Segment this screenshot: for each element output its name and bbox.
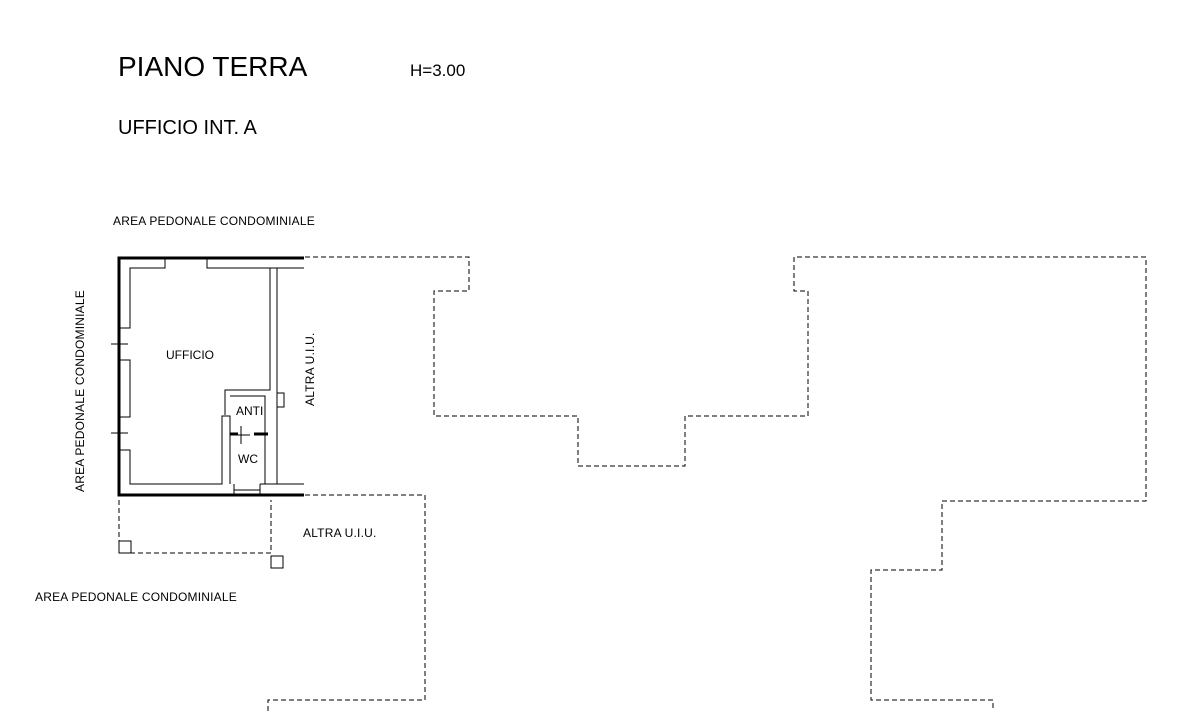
area-label-bottom: AREA PEDONALE CONDOMINIALE	[35, 590, 237, 604]
altra-uiu-label-bottom: ALTRA U.I.U.	[303, 526, 377, 540]
plan-title: PIANO TERRA	[118, 51, 308, 82]
office-walls	[111, 256, 304, 497]
room-label-anti: ANTI	[236, 404, 263, 418]
altra-uiu-label-right: ALTRA U.I.U.	[303, 332, 317, 406]
room-label-wc: WC	[238, 452, 258, 466]
height-label: H=3.00	[410, 61, 465, 80]
pillar-marker	[270, 555, 284, 569]
pillar-marker	[118, 540, 132, 554]
room-label-ufficio: UFFICIO	[166, 348, 214, 362]
neighbor-outline-left	[118, 256, 1147, 711]
unit-subtitle: UFFICIO INT. A	[118, 117, 258, 139]
area-label-top: AREA PEDONALE CONDOMINIALE	[113, 214, 315, 228]
area-label-left: AREA PEDONALE CONDOMINIALE	[73, 290, 87, 492]
